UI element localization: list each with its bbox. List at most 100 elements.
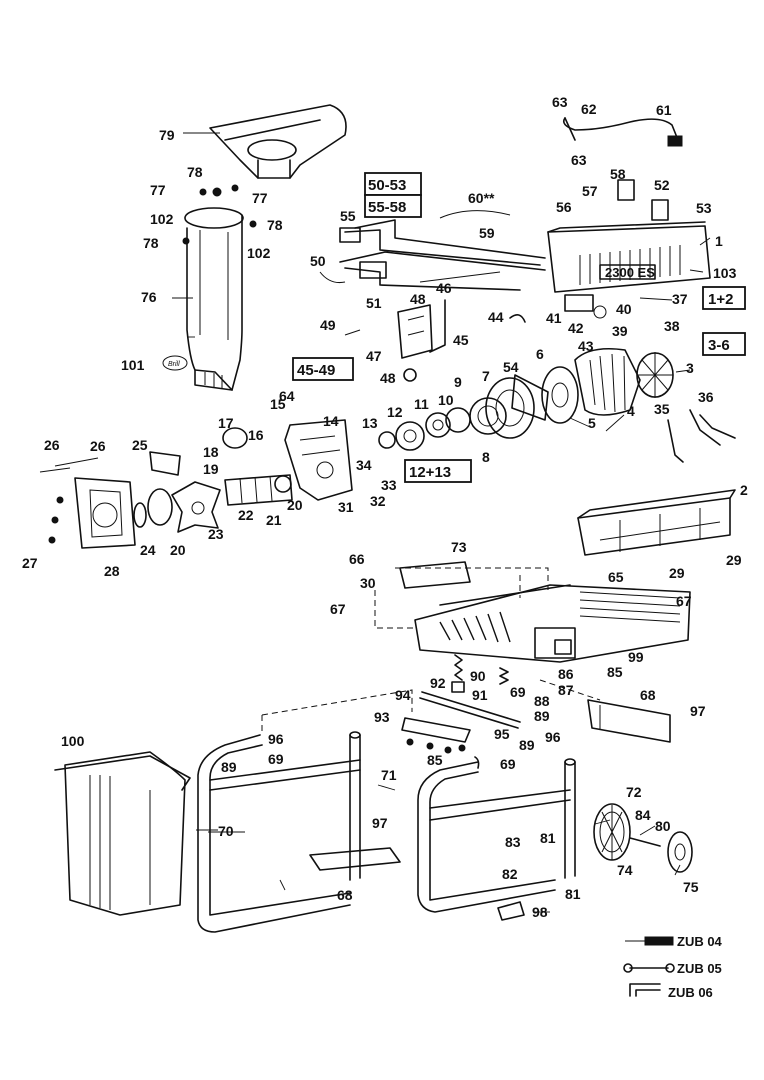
capacitor bbox=[564, 294, 607, 319]
part-label-46: 46 bbox=[436, 280, 452, 296]
motor-rotor bbox=[485, 374, 549, 439]
part-label-42: 42 bbox=[568, 320, 584, 336]
part-label-89b: 89 bbox=[221, 759, 237, 775]
part-label-80: 80 bbox=[655, 818, 671, 834]
group-labels: 50-53 55-58 1+2 3-6 45-49 12+13 bbox=[297, 177, 733, 481]
springs bbox=[451, 654, 509, 693]
collection-bin bbox=[54, 751, 191, 916]
part-label-97b: 97 bbox=[372, 815, 388, 831]
wheel bbox=[593, 803, 693, 873]
part-label-25: 25 bbox=[132, 437, 148, 453]
part-number-labels: 1 2 3 4 5 6 7 8 9 10 11 12 13 14 15 16 1… bbox=[22, 94, 748, 920]
part-label-101: 101 bbox=[121, 357, 145, 373]
part-label-56: 56 bbox=[556, 199, 572, 215]
part-label-52: 52 bbox=[654, 177, 670, 193]
part-label-31: 31 bbox=[338, 499, 354, 515]
part-label-94: 94 bbox=[395, 687, 411, 703]
cutter-shaft bbox=[222, 427, 293, 506]
part-label-78: 78 bbox=[187, 164, 203, 180]
part-label-58: 58 bbox=[610, 166, 626, 182]
part-label-26b: 26 bbox=[90, 438, 106, 454]
screwdriver-icon bbox=[625, 936, 674, 946]
part-label-35: 35 bbox=[654, 401, 670, 417]
part-label-71: 71 bbox=[381, 767, 397, 783]
cover-plate bbox=[39, 451, 181, 549]
part-label-23: 23 bbox=[208, 526, 224, 542]
part-label-65: 65 bbox=[608, 569, 624, 585]
part-label-29: 29 bbox=[669, 565, 685, 581]
part-label-63b: 63 bbox=[571, 152, 587, 168]
part-label-30: 30 bbox=[360, 575, 376, 591]
group-label-12-13: 12+13 bbox=[409, 464, 451, 481]
part-label-76: 76 bbox=[141, 289, 157, 305]
part-label-75: 75 bbox=[683, 879, 699, 895]
part-label-78c: 78 bbox=[143, 235, 159, 251]
power-cable bbox=[562, 117, 683, 147]
accessory-label-zub05: ZUB 05 bbox=[677, 961, 722, 976]
brand-tag: Brill bbox=[168, 361, 180, 368]
part-label-61: 61 bbox=[656, 102, 672, 118]
part-label-37: 37 bbox=[672, 291, 688, 307]
hopper-funnel bbox=[209, 104, 347, 179]
part-label-77b: 77 bbox=[252, 190, 268, 206]
part-label-78b: 78 bbox=[267, 217, 283, 233]
side-bracket bbox=[587, 699, 671, 743]
lower-chute bbox=[414, 584, 691, 663]
part-label-99: 99 bbox=[628, 649, 644, 665]
part-label-63: 63 bbox=[552, 94, 568, 110]
part-label-68b: 68 bbox=[337, 887, 353, 903]
motor-stator bbox=[574, 347, 674, 416]
part-label-59: 59 bbox=[479, 225, 495, 241]
part-label-33: 33 bbox=[381, 477, 397, 493]
part-label-21: 21 bbox=[266, 512, 282, 528]
part-label-34: 34 bbox=[356, 457, 372, 473]
motor-marking: 2300 ES bbox=[605, 265, 655, 280]
part-label-60: 60** bbox=[468, 190, 495, 206]
switch-assembly bbox=[344, 299, 526, 382]
part-label-67b: 67 bbox=[676, 593, 692, 609]
part-label-44: 44 bbox=[488, 309, 504, 325]
cutter-blade bbox=[133, 481, 221, 533]
bracket-bar bbox=[401, 717, 471, 754]
gear-train bbox=[378, 397, 507, 451]
part-label-69b: 69 bbox=[510, 684, 526, 700]
part-label-92: 92 bbox=[430, 675, 446, 691]
group-label-1-2: 1+2 bbox=[708, 291, 733, 308]
part-label-4: 4 bbox=[627, 403, 635, 419]
hopper-tube bbox=[184, 207, 244, 391]
accessory-labels: ZUB 04 ZUB 05 ZUB 06 bbox=[668, 934, 723, 1000]
part-label-40: 40 bbox=[616, 301, 632, 317]
part-label-15: 15 bbox=[270, 396, 286, 412]
part-label-74: 74 bbox=[617, 862, 633, 878]
leader-lines bbox=[172, 132, 711, 913]
hex-key-icon bbox=[629, 983, 661, 997]
part-label-84: 84 bbox=[635, 807, 651, 823]
part-label-7: 7 bbox=[482, 368, 490, 384]
part-label-85b: 85 bbox=[427, 752, 443, 768]
part-label-102b: 102 bbox=[247, 245, 271, 261]
part-label-68: 68 bbox=[640, 687, 656, 703]
wrench-icon bbox=[623, 963, 675, 973]
part-label-100: 100 bbox=[61, 733, 85, 749]
part-label-70: 70 bbox=[218, 823, 234, 839]
part-label-28: 28 bbox=[104, 563, 120, 579]
part-label-8: 8 bbox=[482, 449, 490, 465]
part-label-83: 83 bbox=[505, 834, 521, 850]
part-label-41: 41 bbox=[546, 310, 562, 326]
clip-part bbox=[497, 901, 525, 921]
part-label-89: 89 bbox=[534, 708, 550, 724]
part-label-16: 16 bbox=[248, 427, 264, 443]
part-label-95: 95 bbox=[494, 726, 510, 742]
part-label-102: 102 bbox=[150, 211, 174, 227]
foot-plate bbox=[309, 847, 401, 871]
part-label-13: 13 bbox=[362, 415, 378, 431]
part-label-12: 12 bbox=[387, 404, 403, 420]
group-label-boxes bbox=[292, 172, 746, 483]
part-label-22: 22 bbox=[238, 507, 254, 523]
part-label-6: 6 bbox=[536, 346, 544, 362]
part-label-32: 32 bbox=[370, 493, 386, 509]
mount-plate bbox=[399, 561, 471, 589]
part-label-103: 103 bbox=[713, 265, 737, 281]
part-label-89c: 89 bbox=[519, 737, 535, 753]
